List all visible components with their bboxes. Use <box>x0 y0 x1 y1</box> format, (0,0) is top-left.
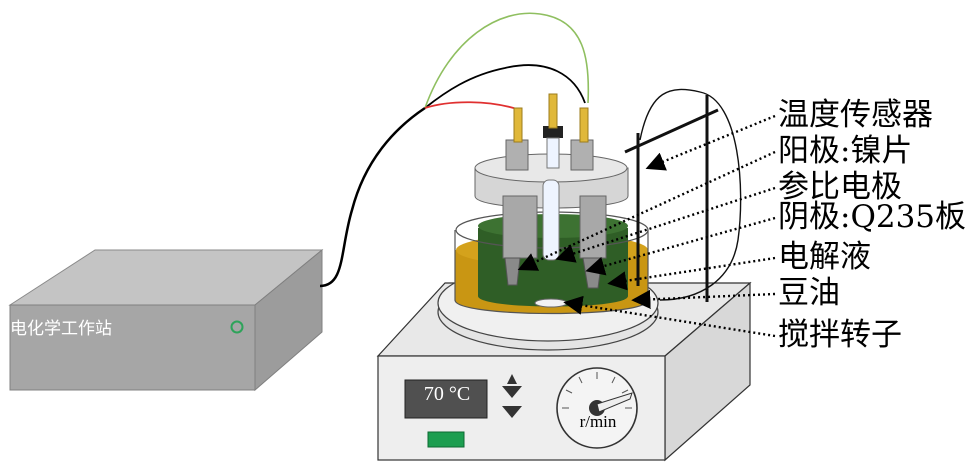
label-leaders <box>517 114 776 338</box>
power-indicator-icon <box>230 320 244 334</box>
label-cathode: 阴极:Q235板 <box>778 199 967 235</box>
electrolytic-cell <box>454 93 649 315</box>
cables <box>319 12 590 288</box>
electrochemical-workstation <box>8 248 324 392</box>
label-electrolyte: 电解液 <box>778 239 871 275</box>
speed-dial[interactable] <box>556 367 638 449</box>
power-button[interactable] <box>427 431 465 448</box>
workstation-label: 电化学工作站 <box>10 319 112 339</box>
temperature-display <box>404 379 488 419</box>
temperature-sensor <box>624 88 742 302</box>
temperature-readout: 70 °C <box>423 383 471 405</box>
down-arrow-icon[interactable] <box>502 406 522 418</box>
speed-unit-label: r/min <box>579 412 617 431</box>
label-temp-sensor: 温度传感器 <box>778 97 933 133</box>
label-reference-electrode: 参比电极 <box>778 169 902 205</box>
label-anode: 阳极:镍片 <box>778 133 913 169</box>
label-stir-bar: 搅拌转子 <box>778 317 902 353</box>
up-arrow-icon[interactable] <box>507 374 517 384</box>
label-soybean-oil: 豆油 <box>778 275 840 311</box>
